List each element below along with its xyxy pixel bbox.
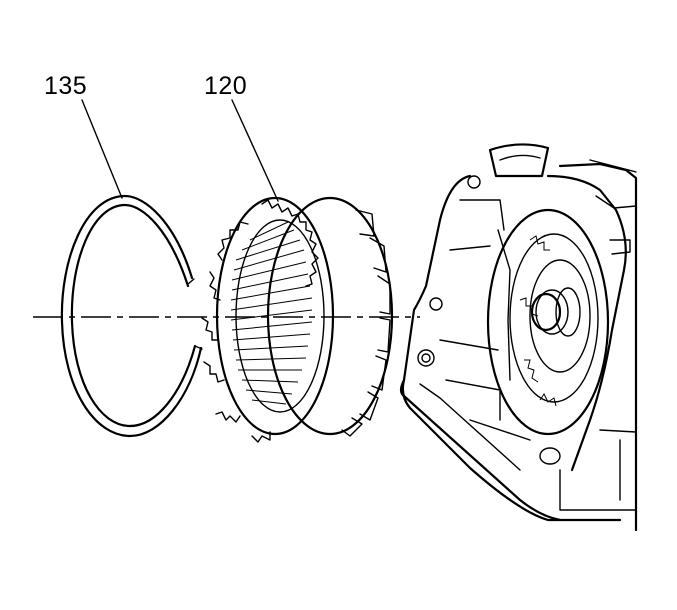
gear-outer-lugs xyxy=(341,209,391,437)
snap-ring-135 xyxy=(60,194,203,438)
leader-line-120 xyxy=(231,99,279,202)
transmission-case xyxy=(399,143,638,532)
callout-label-135: 135 xyxy=(44,72,88,100)
callout-label-120: 120 xyxy=(204,72,248,100)
gear-internal-teeth xyxy=(230,221,313,405)
leader-line-135 xyxy=(81,99,123,199)
gear-120 xyxy=(201,196,394,443)
